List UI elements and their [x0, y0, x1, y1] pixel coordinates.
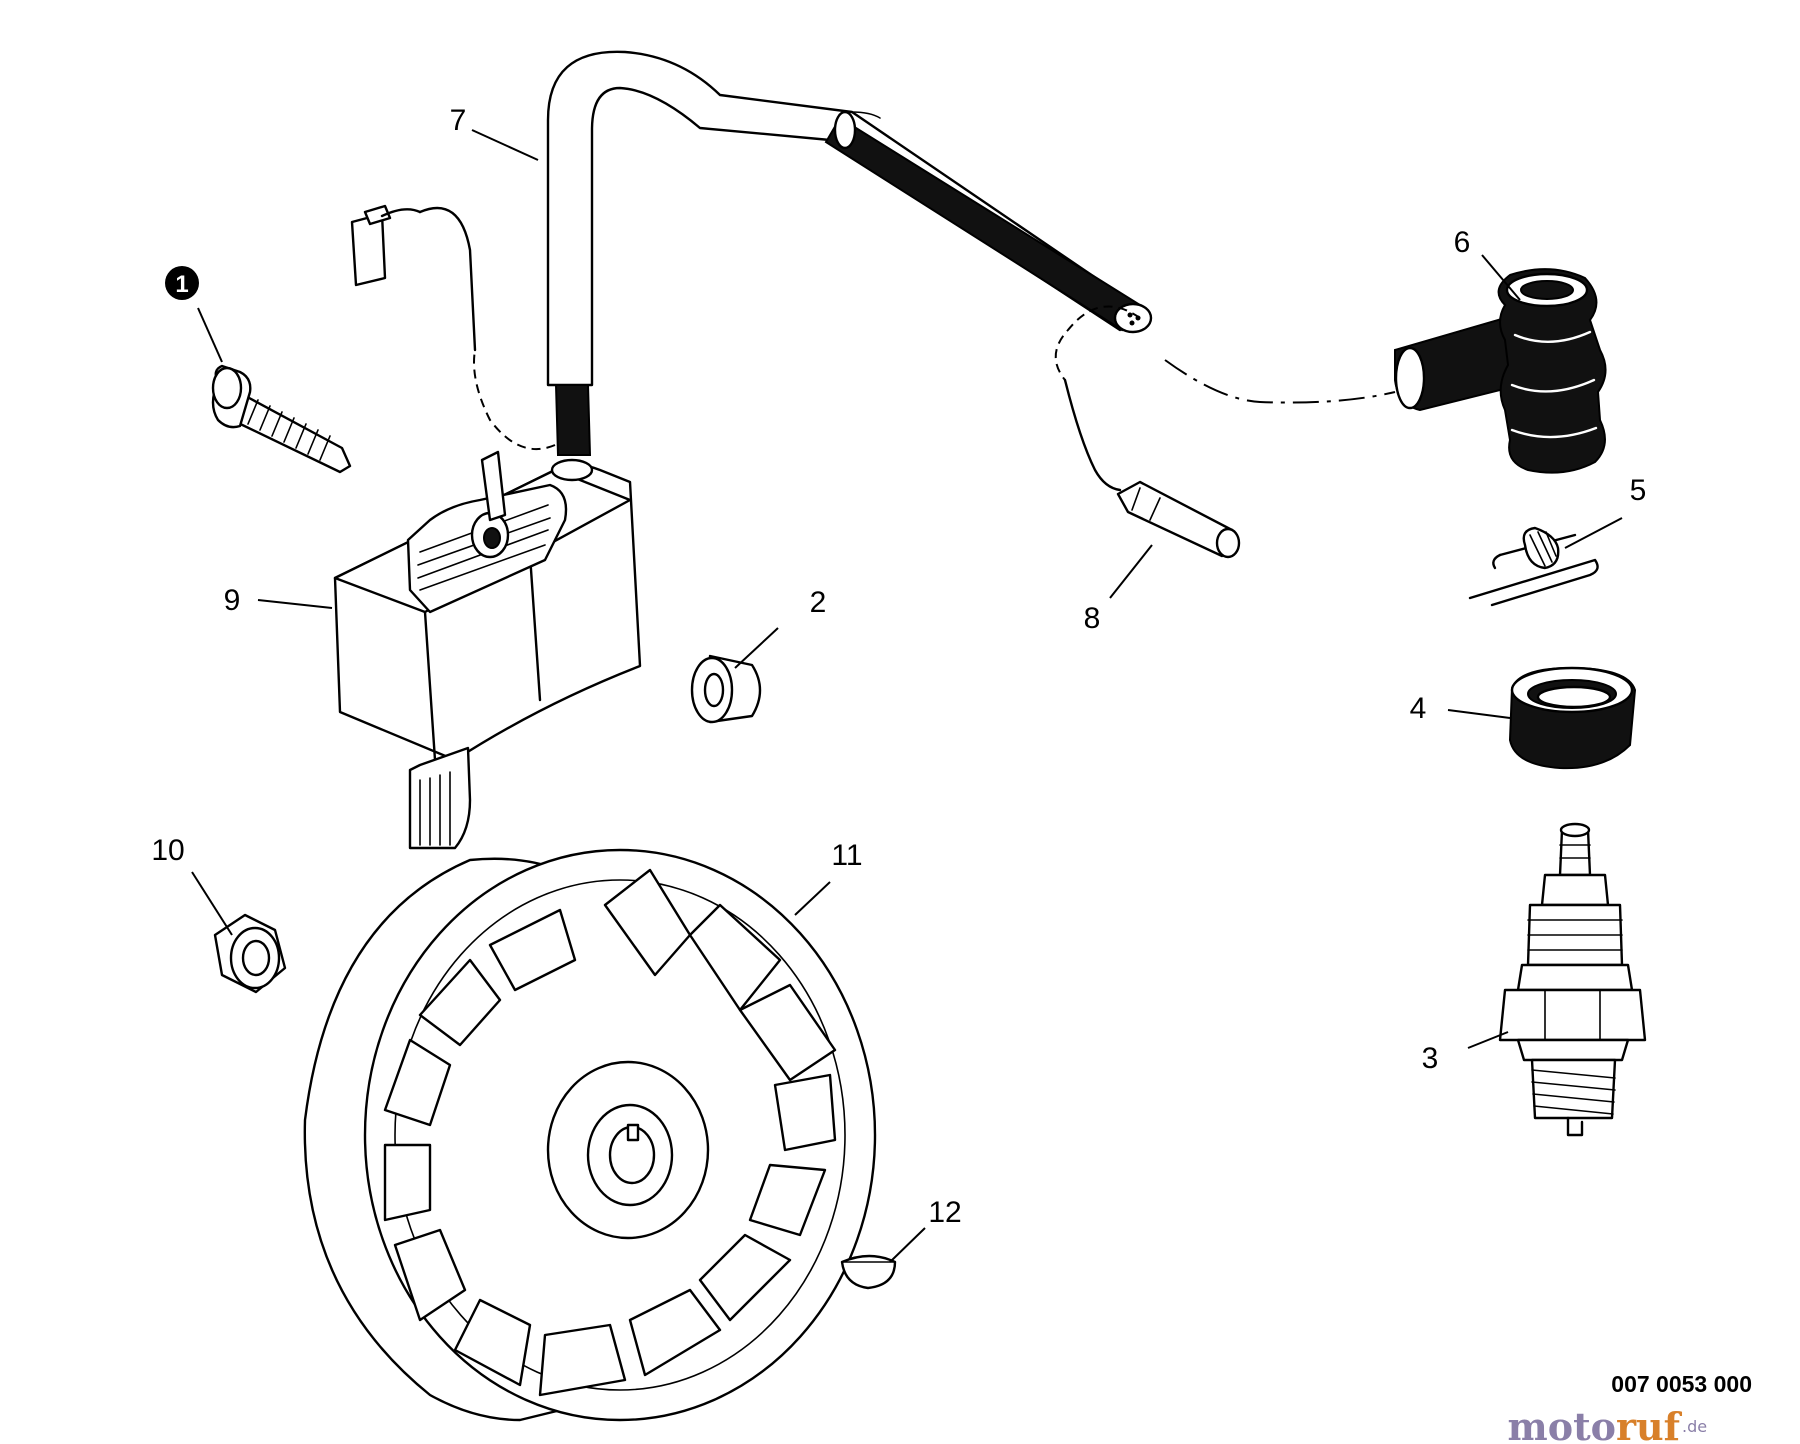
ignition-lead — [546, 50, 1153, 456]
callout-12: 12 — [928, 1196, 961, 1229]
callout-11: 11 — [831, 839, 862, 872]
ground-wire — [350, 204, 477, 352]
callout-6: 6 — [1454, 226, 1471, 259]
stop-wire-terminal — [1063, 378, 1241, 559]
callout-4: 4 — [1410, 692, 1427, 725]
svg-text:1: 1 — [175, 271, 188, 298]
spark-plug-boot — [1394, 268, 1607, 474]
spark-plug — [1498, 822, 1647, 1137]
svg-text:motoruf: motoruf — [1508, 1404, 1683, 1444]
center-line-boot — [1164, 359, 1396, 404]
callout-9: 9 — [224, 584, 241, 617]
callout-8: 8 — [1084, 602, 1101, 635]
flywheel-fins — [383, 868, 837, 1397]
callout-7: 7 — [450, 104, 467, 137]
ignition-coil — [333, 450, 642, 850]
svg-text:.de: .de — [1682, 1417, 1707, 1436]
boot-grommet — [1508, 666, 1637, 770]
callout-1: 1 — [165, 266, 199, 300]
retaining-spring — [1468, 526, 1599, 607]
callout-5: 5 — [1630, 474, 1647, 507]
hidden-wire-coil — [473, 349, 556, 451]
flywheel — [303, 848, 877, 1422]
screw — [211, 364, 352, 474]
drawing-code: 007 0053 000 — [1611, 1371, 1752, 1397]
callout-3: 3 — [1422, 1042, 1439, 1075]
watermark-logo: motoruf .de — [1508, 1404, 1708, 1444]
woodruff-key — [840, 1254, 897, 1290]
callout-10: 10 — [151, 834, 184, 867]
spacer — [690, 654, 762, 724]
hidden-wire-lead — [1054, 305, 1141, 381]
callout-2: 2 — [810, 586, 827, 619]
leader-lines — [191, 129, 1623, 1263]
